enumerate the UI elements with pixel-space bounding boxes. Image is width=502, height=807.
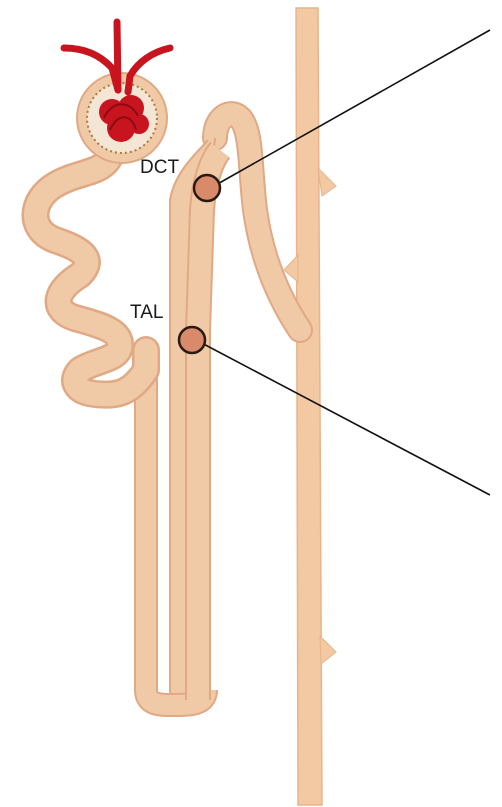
distal-tubule xyxy=(215,114,300,330)
tal-marker xyxy=(179,327,205,353)
dct-marker xyxy=(194,175,220,201)
proximal-convoluted-tubule xyxy=(35,152,146,395)
loop-of-henle xyxy=(146,138,220,705)
dct-callout-line xyxy=(214,30,490,186)
tal-label: TAL xyxy=(130,302,163,323)
dct-label: DCT xyxy=(140,157,179,178)
collecting-duct xyxy=(284,8,336,805)
tal-callout-line xyxy=(196,340,490,495)
